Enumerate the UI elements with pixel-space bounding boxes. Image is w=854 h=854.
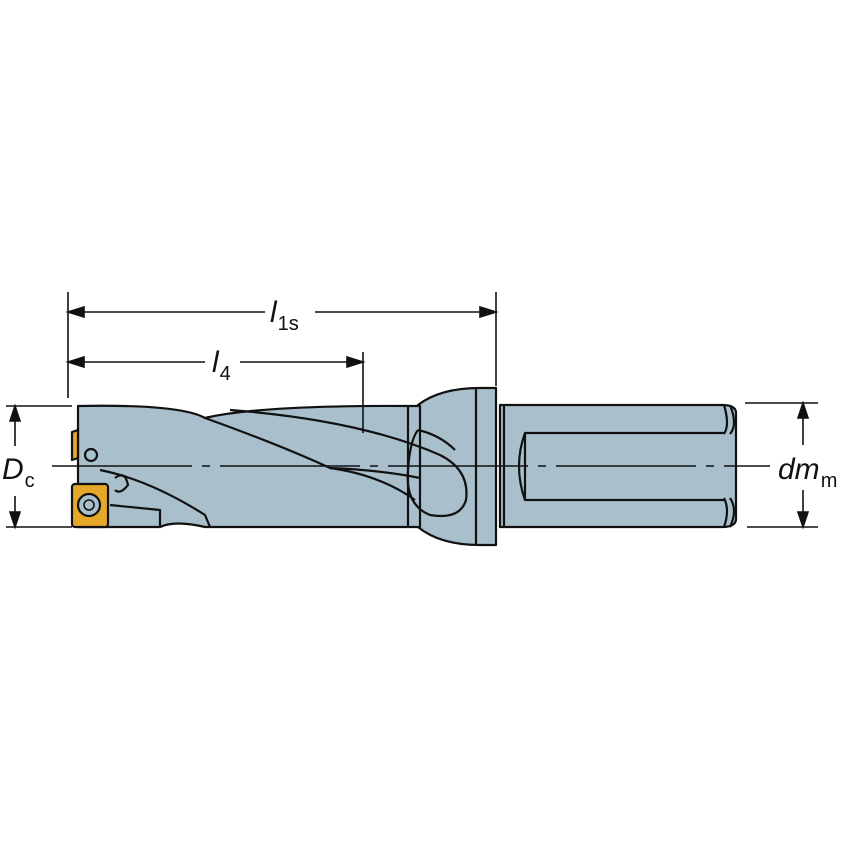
- shank-groove: [722, 404, 736, 528]
- label-dc: Dc: [2, 453, 35, 492]
- flute-line: [99, 468, 212, 528]
- torx-screw-icon: [83, 499, 95, 511]
- coolant-hole: [83, 447, 99, 463]
- label-main: l: [212, 346, 219, 379]
- label-main: dm: [778, 453, 820, 486]
- label-l4: l4: [212, 346, 231, 385]
- label-sub: 4: [219, 363, 231, 385]
- flute-line: [204, 416, 421, 480]
- label-main: l: [270, 296, 277, 329]
- peripheral-insert: [70, 428, 80, 462]
- label-sub: m: [820, 470, 838, 492]
- label-main: D: [2, 453, 24, 486]
- torx-screw-icon: [76, 492, 102, 518]
- insert-pocket: [109, 474, 162, 527]
- label-l1s: l1s: [270, 296, 299, 335]
- label-sub: c: [24, 470, 35, 492]
- label-sub: 1s: [277, 313, 299, 335]
- flute-curve: [417, 428, 456, 451]
- label-dmm: dmm: [778, 453, 837, 492]
